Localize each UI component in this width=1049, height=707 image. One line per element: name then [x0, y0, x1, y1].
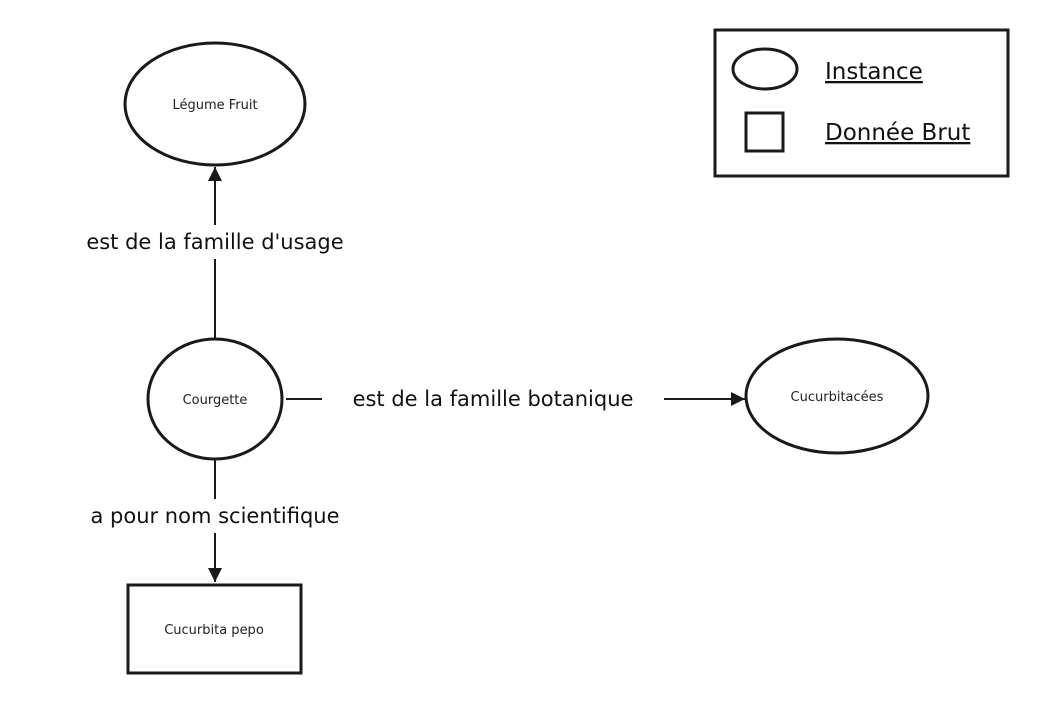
instance-ellipse	[744, 337, 930, 455]
instance-ellipse	[123, 41, 307, 167]
edge-scientific-name-label-bg	[60, 499, 370, 533]
legend: Instance Donnée Brut	[713, 28, 1010, 178]
legend-raw-data-square-icon	[744, 111, 785, 153]
edge-botanical-family: est de la famille botanique	[286, 382, 745, 416]
legend-instance-ellipse-icon	[731, 47, 799, 91]
edge-botanical-family-label: est de la famille botanique	[353, 387, 634, 411]
edge-botanical-family-label-bg	[322, 382, 664, 416]
legend-raw-data-label: Donnée Brut	[825, 120, 970, 146]
legend-instance-label: Instance	[825, 59, 923, 85]
node-cucurbita-pepo[interactable]: Cucurbita pepo	[126, 583, 303, 675]
node-cucurbitacees[interactable]: Cucurbitacées	[744, 337, 930, 455]
node-label: Courgette	[183, 393, 248, 408]
edge-usage-family-label-bg	[60, 225, 370, 259]
node-label: Cucurbita pepo	[164, 623, 264, 638]
node-legume-fruit[interactable]: Légume Fruit	[123, 41, 307, 167]
node-courgette[interactable]: Courgette	[146, 337, 284, 461]
node-label: Cucurbitacées	[791, 390, 884, 405]
edge-usage-family: est de la famille d'usage	[60, 167, 370, 338]
node-label: Légume Fruit	[172, 98, 257, 113]
edge-usage-family-label: est de la famille d'usage	[86, 230, 343, 254]
edge-scientific-name: a pour nom scientifique	[60, 460, 370, 582]
raw-data-rect	[126, 583, 303, 675]
edge-scientific-name-label: a pour nom scientifique	[90, 504, 339, 528]
instance-ellipse	[146, 337, 284, 461]
